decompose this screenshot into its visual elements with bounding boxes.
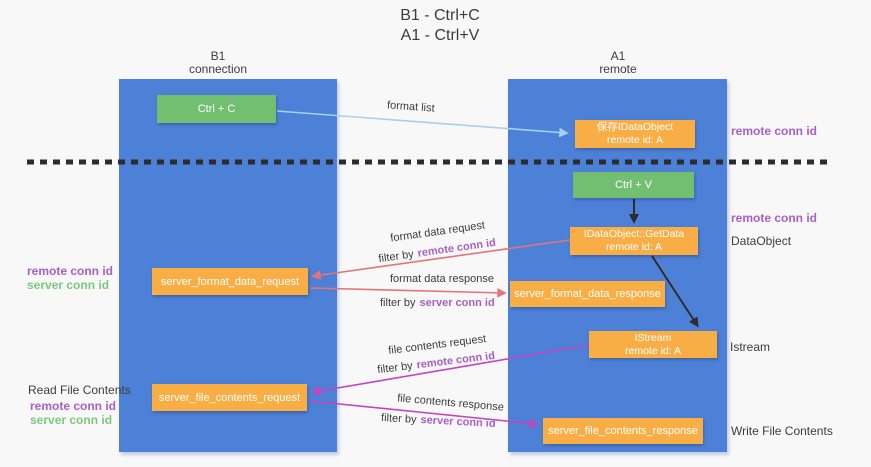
server-file-contents-response-box: server_file_contents_response bbox=[543, 418, 703, 444]
remote-conn-id-text-2: remote conn id bbox=[415, 349, 496, 372]
server-file-contents-response-label: server_file_contents_response bbox=[548, 425, 698, 437]
file-contents-response-label: file contents response bbox=[396, 392, 505, 414]
remote-conn-id-right-label-2: remote conn id bbox=[731, 211, 818, 225]
write-file-contents-label: Write File Contents bbox=[731, 424, 833, 438]
istream-line1: IStream bbox=[634, 331, 672, 344]
server-file-contents-request-box: server_file_contents_request bbox=[152, 384, 307, 411]
remote-conn-id-left-label-1: remote conn id bbox=[27, 264, 114, 278]
ctrl-c-label: Ctrl + C bbox=[197, 103, 236, 115]
server-format-data-request-label: server_format_data_request bbox=[160, 275, 300, 288]
server-format-data-response-box: server_format_data_response bbox=[510, 281, 665, 307]
getdata-box: IDataObject::GetData remote id: A bbox=[570, 227, 698, 255]
server-conn-id-text-2: server conn id bbox=[420, 414, 496, 430]
format-list-label: format list bbox=[386, 99, 436, 115]
getdata-line2: remote id: A bbox=[605, 241, 663, 253]
title-line-1: B1 - Ctrl+C bbox=[400, 7, 480, 24]
ctrl-v-box: Ctrl + V bbox=[573, 172, 694, 198]
istream-line2: remote id: A bbox=[624, 344, 682, 357]
filter-by-text-2: filter by bbox=[380, 297, 416, 309]
server-conn-id-left-label-1: server conn id bbox=[27, 278, 110, 292]
getdata-line1: IDataObject::GetData bbox=[583, 228, 685, 240]
remote-conn-id-text-1: remote conn id bbox=[416, 236, 497, 260]
format-data-response-label: format data response bbox=[390, 273, 494, 285]
remote-conn-id-right-label-1: remote conn id bbox=[731, 124, 818, 138]
remote-conn-id-left-label-2: remote conn id bbox=[30, 399, 117, 413]
server-conn-id-text-1: server conn id bbox=[419, 297, 495, 309]
istream-box: IStream remote id: A bbox=[589, 331, 717, 358]
left-conn-ids-block-2: remote conn id server conn id bbox=[30, 399, 116, 427]
read-file-contents-label: Read File Contents bbox=[28, 383, 131, 397]
ctrl-c-box: Ctrl + C bbox=[157, 95, 276, 123]
column-a1-role: remote bbox=[599, 62, 637, 76]
save-dataobject-line2: remote id: A bbox=[606, 134, 664, 146]
filter-by-text-3: filter by bbox=[376, 359, 414, 377]
column-b1-role: connection bbox=[188, 62, 248, 76]
column-b1-name: B1 bbox=[210, 49, 226, 63]
server-conn-id-left-label-2: server conn id bbox=[30, 413, 113, 427]
save-dataobject-box: 保存IDataObject remote id: A bbox=[575, 120, 695, 148]
filter-by-text-1: filter by bbox=[377, 248, 415, 266]
column-header-a1: A1 remote bbox=[558, 50, 678, 76]
istream-side-label: Istream bbox=[730, 340, 771, 354]
server-format-data-response-label: server_format_data_response bbox=[514, 288, 661, 300]
column-header-b1: B1 connection bbox=[158, 50, 278, 76]
filter-by-text-4: filter by bbox=[380, 412, 417, 426]
format-data-response-arrow bbox=[309, 287, 507, 298]
save-dataobject-line1: 保存IDataObject bbox=[596, 121, 674, 133]
diagram-title: B1 - Ctrl+C A1 - Ctrl+V bbox=[300, 6, 580, 46]
title-line-2: A1 - Ctrl+V bbox=[400, 27, 480, 44]
server-file-contents-request-label: server_file_contents_request bbox=[158, 391, 301, 404]
server-format-data-request-box: server_format_data_request bbox=[152, 268, 308, 295]
left-conn-ids-block-1: remote conn id server conn id bbox=[27, 264, 113, 292]
column-a1-name: A1 bbox=[610, 49, 626, 63]
dataobject-label: DataObject bbox=[731, 234, 792, 248]
ctrl-v-label: Ctrl + V bbox=[615, 179, 652, 191]
